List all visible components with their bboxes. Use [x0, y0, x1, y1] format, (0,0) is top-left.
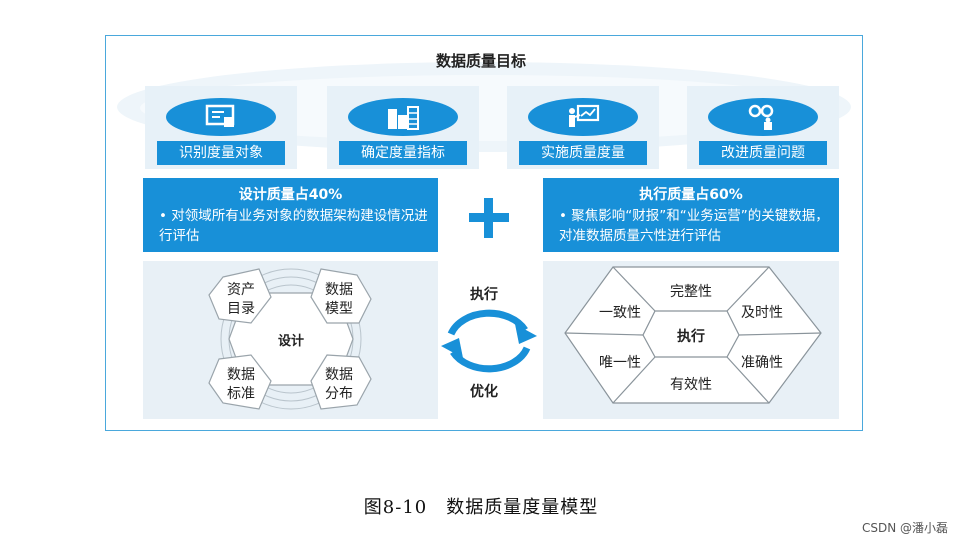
monitor-icon: [205, 104, 235, 127]
presenter-icon: [569, 104, 600, 127]
design-item-asset-line1: 资产: [227, 282, 255, 298]
design-panel: 设计 资产 目录 数据 模型 数据 标准 数据 分布: [143, 261, 438, 419]
design-item-asset-line2: 目录: [227, 301, 255, 317]
design-quality-text: • 对领域所有业务对象的数据架构建设情况进行评估: [159, 208, 428, 244]
execution-hex-diagram: 执行 完整性 一致性 及时性 唯一性 准确性 有效性: [564, 266, 822, 404]
execution-item-label: 有效性: [670, 377, 712, 393]
step-card-define: 确定度量指标: [327, 86, 479, 169]
binoculars-icon: [748, 104, 774, 130]
step-icon-oval: [528, 98, 638, 136]
design-item-distribution-line2: 分布: [325, 386, 353, 402]
step-label: 改进质量问题: [699, 141, 827, 165]
cycle-arrows-icon: [441, 309, 537, 373]
design-item-model-line2: 模型: [325, 301, 353, 317]
step-card-improve: 改进质量问题: [687, 86, 839, 169]
cycle-bottom-label: 优化: [470, 384, 498, 400]
design-item-standard-line1: 数据: [227, 367, 255, 383]
design-item-model-line1: 数据: [325, 282, 353, 298]
figure-caption: 图8-10 数据质量度量模型: [363, 497, 599, 518]
execution-panel: 执行 完整性 一致性 及时性 唯一性 准确性 有效性: [543, 261, 839, 419]
design-item-hexagon: [208, 268, 272, 324]
design-center-label: 设计: [278, 333, 304, 349]
design-item-hexagon: [310, 354, 372, 410]
step-icon-oval: [166, 98, 276, 136]
step-icon-oval: [708, 98, 818, 136]
step-label: 识别度量对象: [157, 141, 285, 165]
execution-item-label: 一致性: [599, 305, 641, 321]
cycle-top-label: 执行: [470, 287, 498, 303]
design-quality-box: 设计质量占40% • 对领域所有业务对象的数据架构建设情况进行评估: [143, 178, 438, 252]
plus-icon: [467, 196, 511, 244]
step-label: 确定度量指标: [339, 141, 467, 165]
step-label: 实施质量度量: [519, 141, 647, 165]
execution-item-label: 准确性: [741, 355, 783, 371]
design-item-standard-line2: 标准: [227, 386, 255, 402]
step-card-measure: 实施质量度量: [507, 86, 659, 169]
goal-title: 数据质量目标: [435, 52, 526, 70]
execution-center-label: 执行: [677, 328, 705, 345]
design-item-hexagon: [310, 268, 372, 324]
execution-item-label: 唯一性: [599, 355, 641, 371]
execution-quality-box: 执行质量占60% • 聚焦影响“财报”和“业务运营”的关键数据，对准数据质量六性…: [543, 178, 839, 252]
execution-quality-heading: 执行质量占60%: [639, 187, 743, 203]
design-quality-heading: 设计质量占40%: [238, 187, 343, 203]
step-icon-oval: [348, 98, 458, 136]
execution-item-label: 完整性: [670, 284, 712, 300]
buildings-icon: [388, 106, 419, 130]
execution-item-label: 及时性: [741, 305, 783, 321]
watermark: CSDN @潘小磊: [861, 521, 948, 535]
step-card-identify: 识别度量对象: [145, 86, 297, 169]
design-item-distribution-line1: 数据: [325, 367, 353, 383]
design-hex-diagram: 设计 资产 目录 数据 模型 数据 标准 数据 分布: [208, 268, 372, 410]
execution-quality-text: • 聚焦影响“财报”和“业务运营”的关键数据，对准数据质量六性进行评估: [559, 208, 829, 244]
design-item-hexagon: [208, 354, 272, 410]
